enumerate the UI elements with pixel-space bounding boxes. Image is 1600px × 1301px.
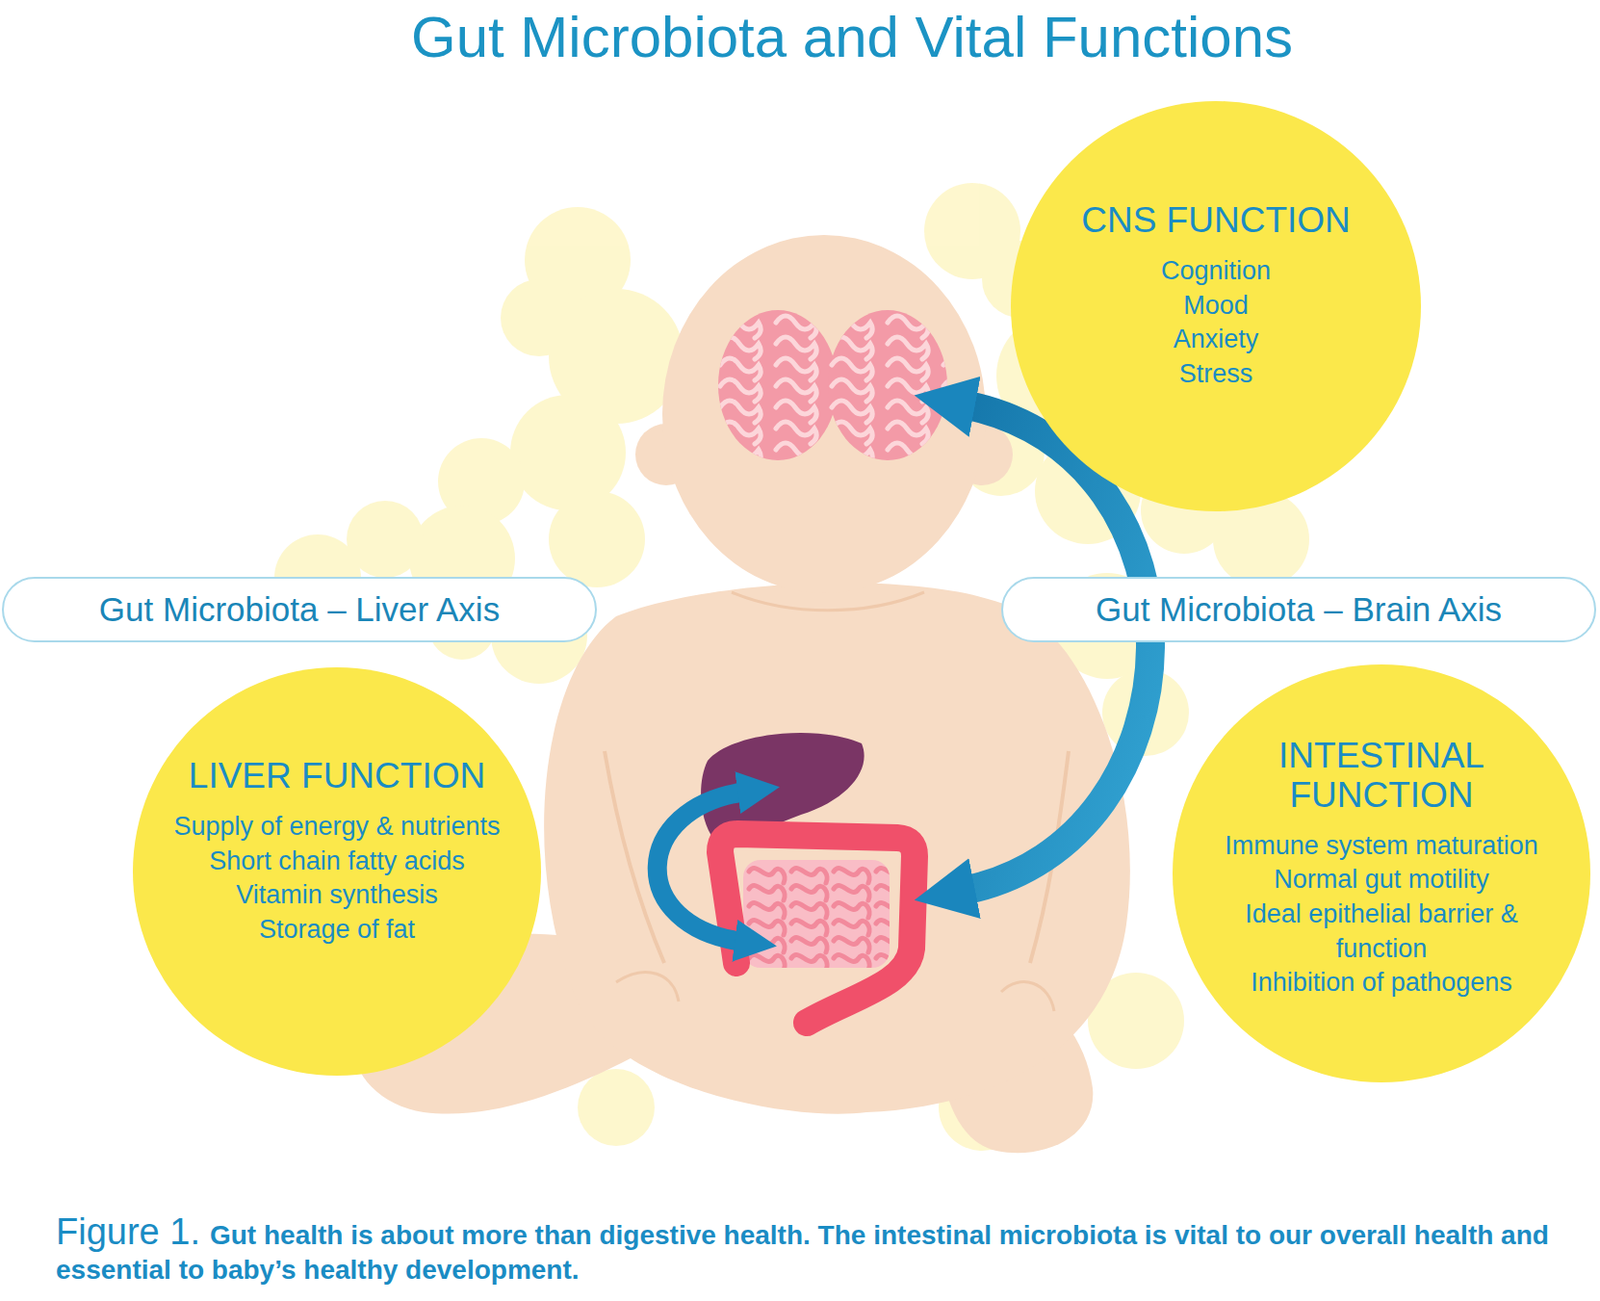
intestine-loop xyxy=(748,903,785,918)
circle-item: Short chain fatty acids xyxy=(208,844,465,879)
circle-heading: CNS FUNCTION xyxy=(1081,201,1351,241)
intestine-loop xyxy=(748,954,785,968)
intestine-loop xyxy=(748,920,785,935)
circle-item: Mood xyxy=(1183,288,1249,324)
brain-fold xyxy=(943,442,984,465)
brain-fold xyxy=(775,358,817,381)
brain-fold xyxy=(720,358,761,381)
brain-fold xyxy=(943,336,984,360)
intestine-loop xyxy=(791,954,827,968)
brain-fold xyxy=(943,421,984,444)
intestine-loop xyxy=(833,903,870,918)
circle-item: Anxiety xyxy=(1173,322,1260,358)
intestine-loop xyxy=(876,903,890,918)
brain-fold xyxy=(943,358,984,381)
intestine-loop xyxy=(876,920,890,935)
intestine-loop xyxy=(791,937,827,953)
brain-fold xyxy=(831,442,873,465)
brain-fold xyxy=(775,379,817,402)
intestine-loop xyxy=(791,920,827,935)
intestine-loop xyxy=(748,868,785,883)
caption-block: Figure 1.Gut health is about more than d… xyxy=(55,1209,1558,1288)
circle-text: INTESTINAL FUNCTION Immune system maturat… xyxy=(1198,736,1565,1010)
circle-text: CNS FUNCTION CognitionMoodAnxietyStress xyxy=(1032,201,1399,411)
brain xyxy=(718,309,984,465)
circle-item: Stress xyxy=(1179,357,1254,392)
intestine-loop xyxy=(791,903,827,918)
brain-fold xyxy=(831,315,873,338)
axis-pill: Gut Microbiota – Brain Axis xyxy=(1001,576,1597,643)
circle-item: Supply of energy & nutrients xyxy=(173,809,500,845)
circle-item: Storage of fat xyxy=(258,912,415,948)
circle-item: Immune system maturation xyxy=(1224,828,1539,864)
liver-circle: LIVER FUNCTION Supply of energy & nutrien… xyxy=(132,667,542,1076)
intestinal-circle: INTESTINAL FUNCTION Immune system maturat… xyxy=(1172,664,1591,1083)
brain-fold xyxy=(887,379,929,402)
axis-label: Gut Microbiota – Brain Axis xyxy=(1095,590,1502,629)
intestine-loop xyxy=(833,920,870,935)
intestine-loop xyxy=(876,868,890,883)
brain-fold xyxy=(887,315,929,338)
circle-item: Inhibition of pathogens xyxy=(1250,965,1513,1001)
brain-fold xyxy=(720,442,761,465)
brain-fold xyxy=(775,442,817,465)
digestive-organs xyxy=(700,732,915,1023)
brain-fold xyxy=(887,358,929,381)
intestine-loop xyxy=(791,868,827,883)
brain-fold xyxy=(887,421,929,444)
brain-fold xyxy=(831,400,873,423)
brain-fold xyxy=(831,336,873,360)
intestine-loop xyxy=(833,885,870,901)
brain-fold xyxy=(943,315,984,338)
brain-fold xyxy=(720,379,761,402)
intestine-loop xyxy=(833,954,870,968)
brain-fold xyxy=(831,421,873,444)
circle-heading: LIVER FUNCTION xyxy=(188,756,486,797)
circle-item: Cognition xyxy=(1161,254,1271,289)
title: Gut Microbiota and Vital Functions xyxy=(274,3,1430,71)
intestine-loop xyxy=(833,868,870,883)
brain-fold xyxy=(831,358,873,381)
brain-fold xyxy=(887,442,929,465)
intestine-loop xyxy=(748,937,785,953)
brain-fold xyxy=(887,336,929,360)
axis-pill: Gut Microbiota – Liver Axis xyxy=(1,576,597,643)
figure-number: Figure 1. xyxy=(55,1211,201,1252)
brain-fold xyxy=(720,315,761,338)
brain-fold xyxy=(720,400,761,423)
intestine-loop xyxy=(791,885,827,901)
brain-fold xyxy=(775,336,817,360)
cns-circle: CNS FUNCTION CognitionMoodAnxietyStress xyxy=(1010,101,1421,512)
colon xyxy=(720,833,915,1023)
intestine-loop xyxy=(748,885,785,901)
circle-item: Vitamin synthesis xyxy=(235,877,439,913)
circle-text: LIVER FUNCTION Supply of energy & nutrien… xyxy=(142,756,533,985)
brain-fold xyxy=(720,421,761,444)
caption: Gut health is about more than digestive … xyxy=(55,1219,1549,1285)
circle-item: Normal gut motility xyxy=(1273,862,1490,898)
axis-label: Gut Microbiota – Liver Axis xyxy=(99,590,500,629)
circle-item: Ideal epithelial barrier & function xyxy=(1198,897,1565,966)
intestine-loop xyxy=(833,937,870,953)
brain-fold xyxy=(775,400,817,423)
axis-arrows xyxy=(657,404,1151,942)
intestine-loop xyxy=(876,937,890,953)
brain-fold xyxy=(775,315,817,338)
circle-heading: INTESTINAL FUNCTION xyxy=(1198,736,1565,815)
intestine-loop xyxy=(876,885,890,901)
brain-fold xyxy=(831,379,873,402)
brain-fold xyxy=(887,400,929,423)
brain-fold xyxy=(720,336,761,360)
brain-fold xyxy=(775,421,817,444)
